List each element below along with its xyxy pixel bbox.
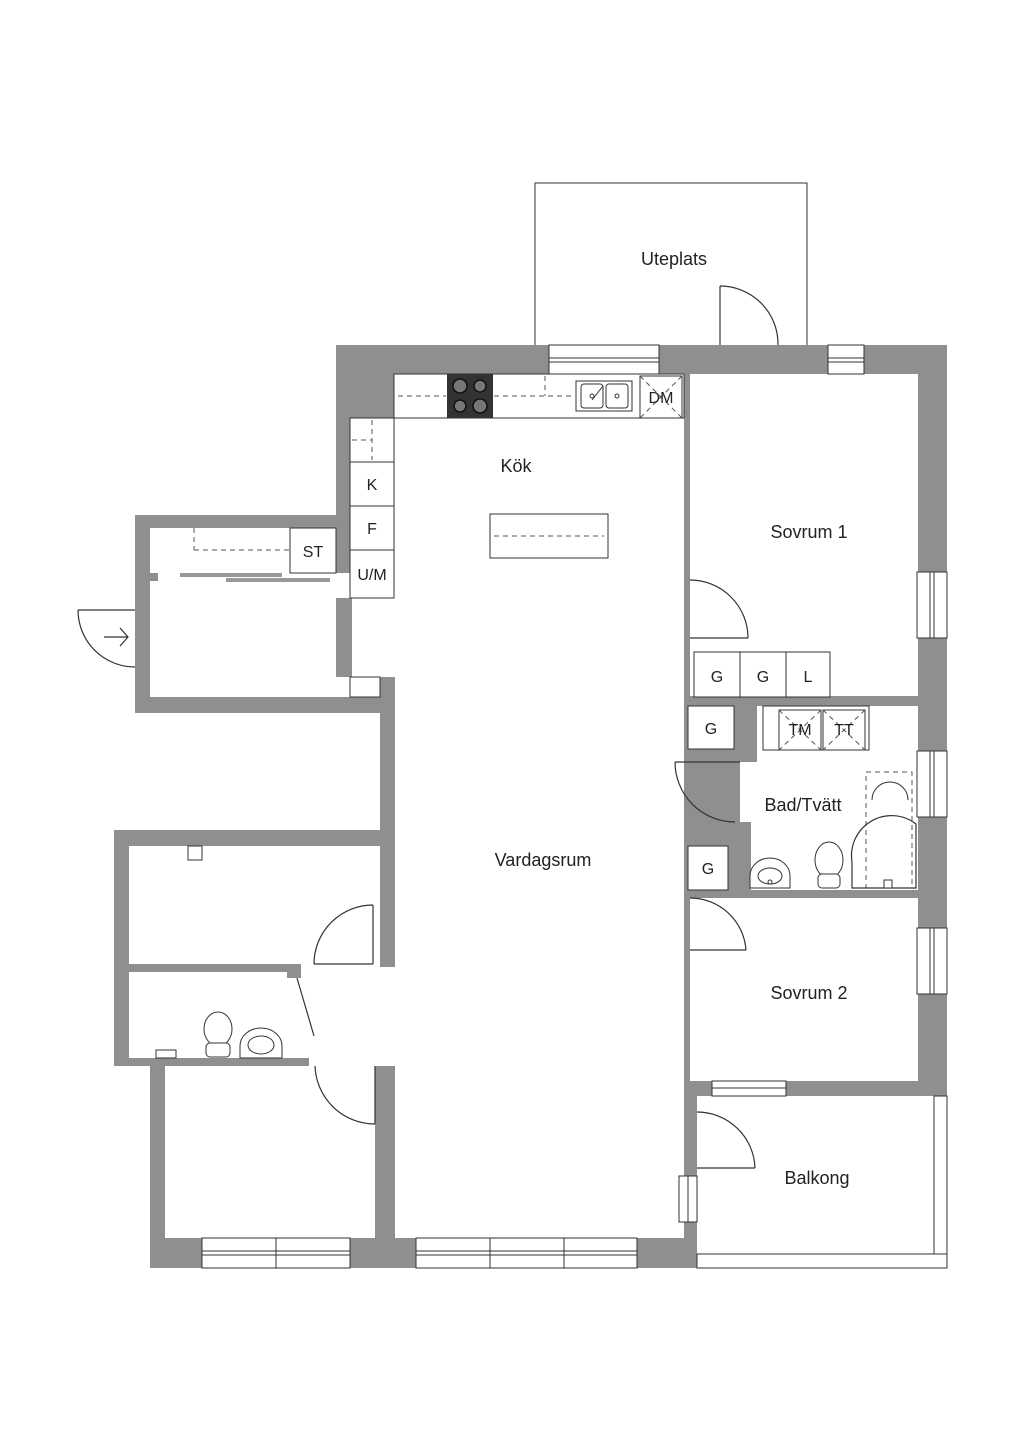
washbasin-icon [239, 1027, 283, 1059]
kitchen-counters [349, 373, 685, 599]
hall-storage [150, 527, 337, 582]
wardrobes-sovrum1 [687, 651, 831, 891]
label-uteplats: Uteplats [641, 249, 707, 269]
washbasin-icon [749, 857, 791, 889]
label-k: K [367, 477, 378, 494]
shower-icon [850, 815, 917, 889]
sink-icon [575, 380, 633, 412]
label-kok: Kök [500, 456, 532, 476]
label-tm: TM [788, 722, 811, 739]
doors [77, 285, 779, 1169]
label-vardagsrum: Vardagsrum [495, 850, 592, 870]
label-tt: TT [834, 722, 854, 739]
label-dm: DM [649, 390, 674, 407]
floors [129, 374, 934, 1254]
toilet-icon [203, 1011, 233, 1058]
room-labels: Uteplats Kök Sovrum 1 Vardagsrum Bad/Tvä… [495, 249, 850, 1188]
label-l: L [804, 669, 813, 686]
label-bad-tvatt: Bad/Tvätt [764, 795, 841, 815]
label-f: F [367, 521, 377, 538]
hob-icon [447, 374, 493, 418]
label-st: ST [303, 544, 324, 561]
fixture-labels: DM K F U/M ST G G L G TM TT G [303, 390, 854, 878]
label-g1: G [711, 669, 723, 686]
label-sovrum1: Sovrum 1 [770, 522, 847, 542]
windows [201, 344, 948, 1269]
label-balkong: Balkong [784, 1168, 849, 1188]
label-g4: G [702, 861, 714, 878]
bathroom-fixtures [749, 705, 917, 889]
small-bathroom-fixtures [155, 845, 283, 1059]
label-g2: G [757, 669, 769, 686]
label-g3: G [705, 721, 717, 738]
toilet-icon [814, 841, 844, 889]
label-sovrum2: Sovrum 2 [770, 983, 847, 1003]
label-um: U/M [357, 567, 386, 584]
